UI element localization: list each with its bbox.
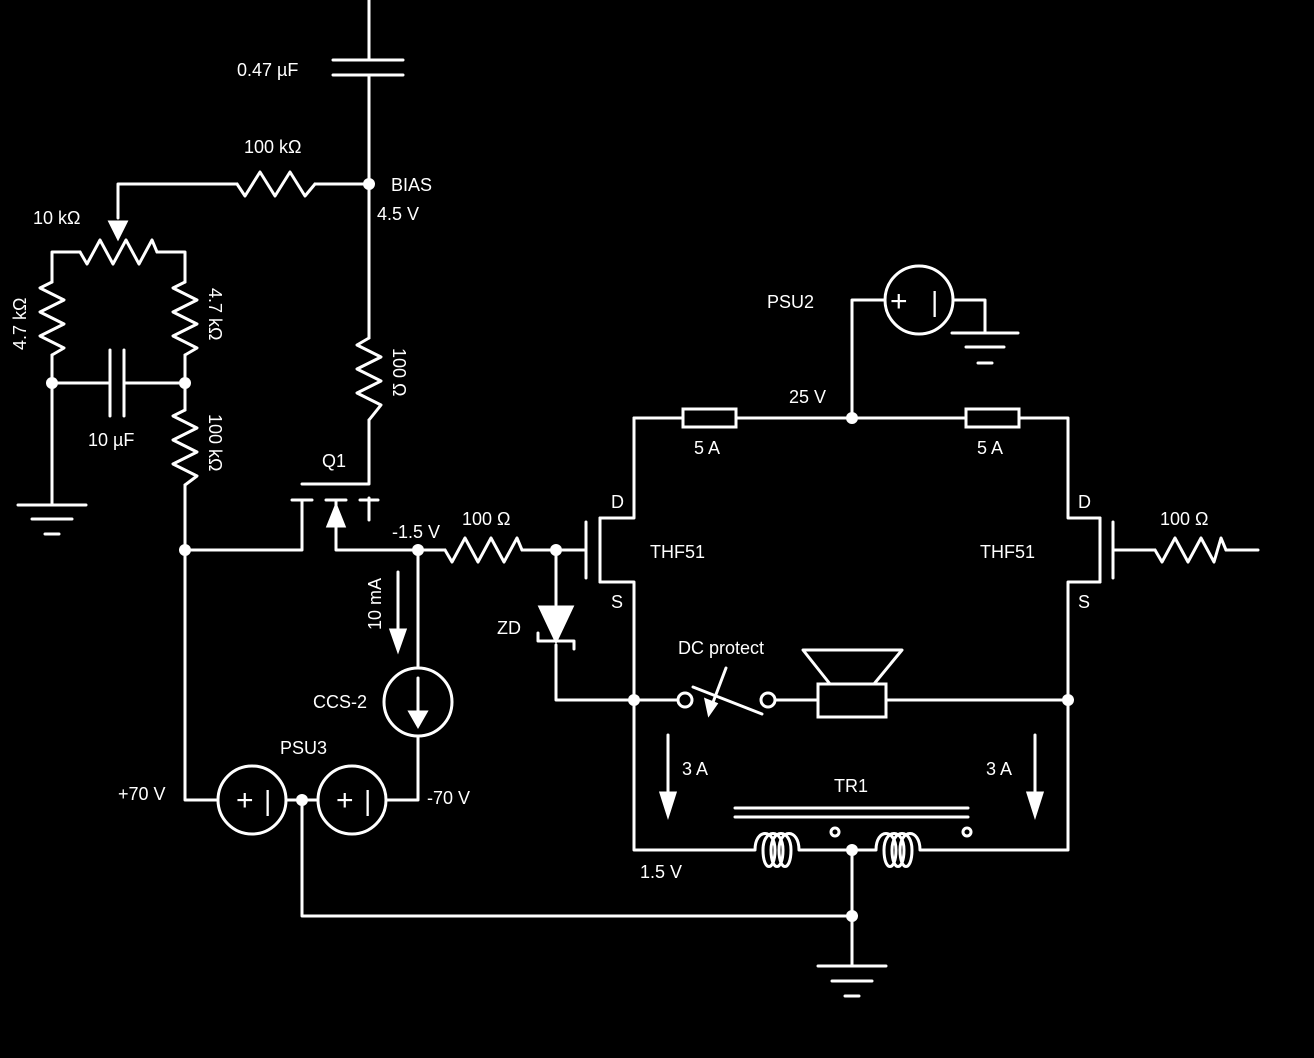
label-q1: Q1 — [322, 451, 346, 471]
right-resistor — [171, 280, 199, 357]
ground-left — [16, 503, 88, 536]
psu2-minus: | — [931, 286, 938, 317]
bias-feed-resistor — [235, 170, 317, 198]
input-capacitor — [331, 58, 405, 77]
labels: 0.47 µF 100 kΩ BIAS 4.5 V 10 kΩ 4.7 kΩ 4… — [10, 60, 1209, 882]
label-bias-node: BIAS — [391, 175, 432, 195]
left-mosfet — [584, 516, 602, 584]
label-lower-resistor: 100 kΩ — [205, 414, 225, 472]
q1-transistor — [290, 498, 380, 528]
label-left-resistor: 4.7 kΩ — [10, 298, 30, 350]
left-resistor — [38, 280, 66, 357]
left-fuse — [681, 407, 738, 429]
label-cap-input: 0.47 µF — [237, 60, 298, 80]
psu3-cell2-plus: + — [336, 784, 354, 817]
label-gate-resistor: 100 Ω — [462, 509, 511, 529]
label-source-right: S — [1078, 592, 1090, 612]
lower-resistor — [171, 408, 199, 487]
bias-potentiometer — [78, 220, 159, 266]
label-ccs: CCS-2 — [313, 692, 367, 712]
junction-dots — [46, 178, 1074, 922]
right-fuse — [964, 407, 1021, 429]
zener-diode — [536, 605, 576, 651]
current-arrow-left — [658, 733, 678, 820]
label-mosfet-left: THF51 — [650, 542, 705, 562]
ground-psu2 — [950, 331, 1020, 365]
bypass-capacitor — [108, 348, 126, 418]
ground-main — [816, 964, 888, 998]
label-source-left: S — [611, 592, 623, 612]
label-bias-feed-resistor: 100 kΩ — [244, 137, 302, 157]
current-source — [382, 666, 454, 738]
gate-resistor — [443, 536, 524, 564]
label-zener: ZD — [497, 618, 521, 638]
speaker — [801, 648, 904, 719]
label-bias-voltage: 4.5 V — [377, 204, 419, 224]
label-fuse-left: 5 A — [694, 438, 720, 458]
psu3-cell2-minus: | — [364, 785, 371, 816]
right-mosfet — [1098, 516, 1115, 584]
psu2-plus: + — [890, 285, 908, 318]
label-node-minus15: -1.5 V — [392, 522, 440, 542]
current-arrow-right — [1025, 733, 1045, 820]
label-pot: 10 kΩ — [33, 208, 80, 228]
label-node-15v: 1.5 V — [640, 862, 682, 882]
psu3-cell1-plus: + — [236, 784, 254, 817]
label-current-left: 3 A — [682, 759, 708, 779]
psu2-supply: + | — [883, 264, 955, 336]
label-plus70: +70 V — [118, 784, 166, 804]
transformer — [733, 806, 973, 868]
label-q1-drain-resistor: 100 Ω — [389, 348, 409, 397]
label-rail-25v: 25 V — [789, 387, 826, 407]
label-bypass-capacitor: 10 µF — [88, 430, 134, 450]
label-dc-protect: DC protect — [678, 638, 764, 658]
psu3-supply: + | + | — [216, 764, 388, 836]
psu3-cell1-minus: | — [264, 785, 271, 816]
label-drain-right: D — [1078, 492, 1091, 512]
label-ccs-current: 10 mA — [365, 578, 385, 630]
label-current-right: 3 A — [986, 759, 1012, 779]
label-right-resistor: 4.7 kΩ — [205, 288, 225, 340]
right-gate-resistor — [1153, 536, 1228, 564]
label-fuse-right: 5 A — [977, 438, 1003, 458]
dc-protect-switch — [676, 666, 777, 718]
q1-drain-resistor — [355, 336, 383, 422]
label-psu2: PSU2 — [767, 292, 814, 312]
label-minus70: -70 V — [427, 788, 470, 808]
label-right-gate-resistor: 100 Ω — [1160, 509, 1209, 529]
label-mosfet-right: THF51 — [980, 542, 1035, 562]
ccs-current-arrow — [388, 570, 408, 655]
label-transformer: TR1 — [834, 776, 868, 796]
label-psu3: PSU3 — [280, 738, 327, 758]
label-drain-left: D — [611, 492, 624, 512]
